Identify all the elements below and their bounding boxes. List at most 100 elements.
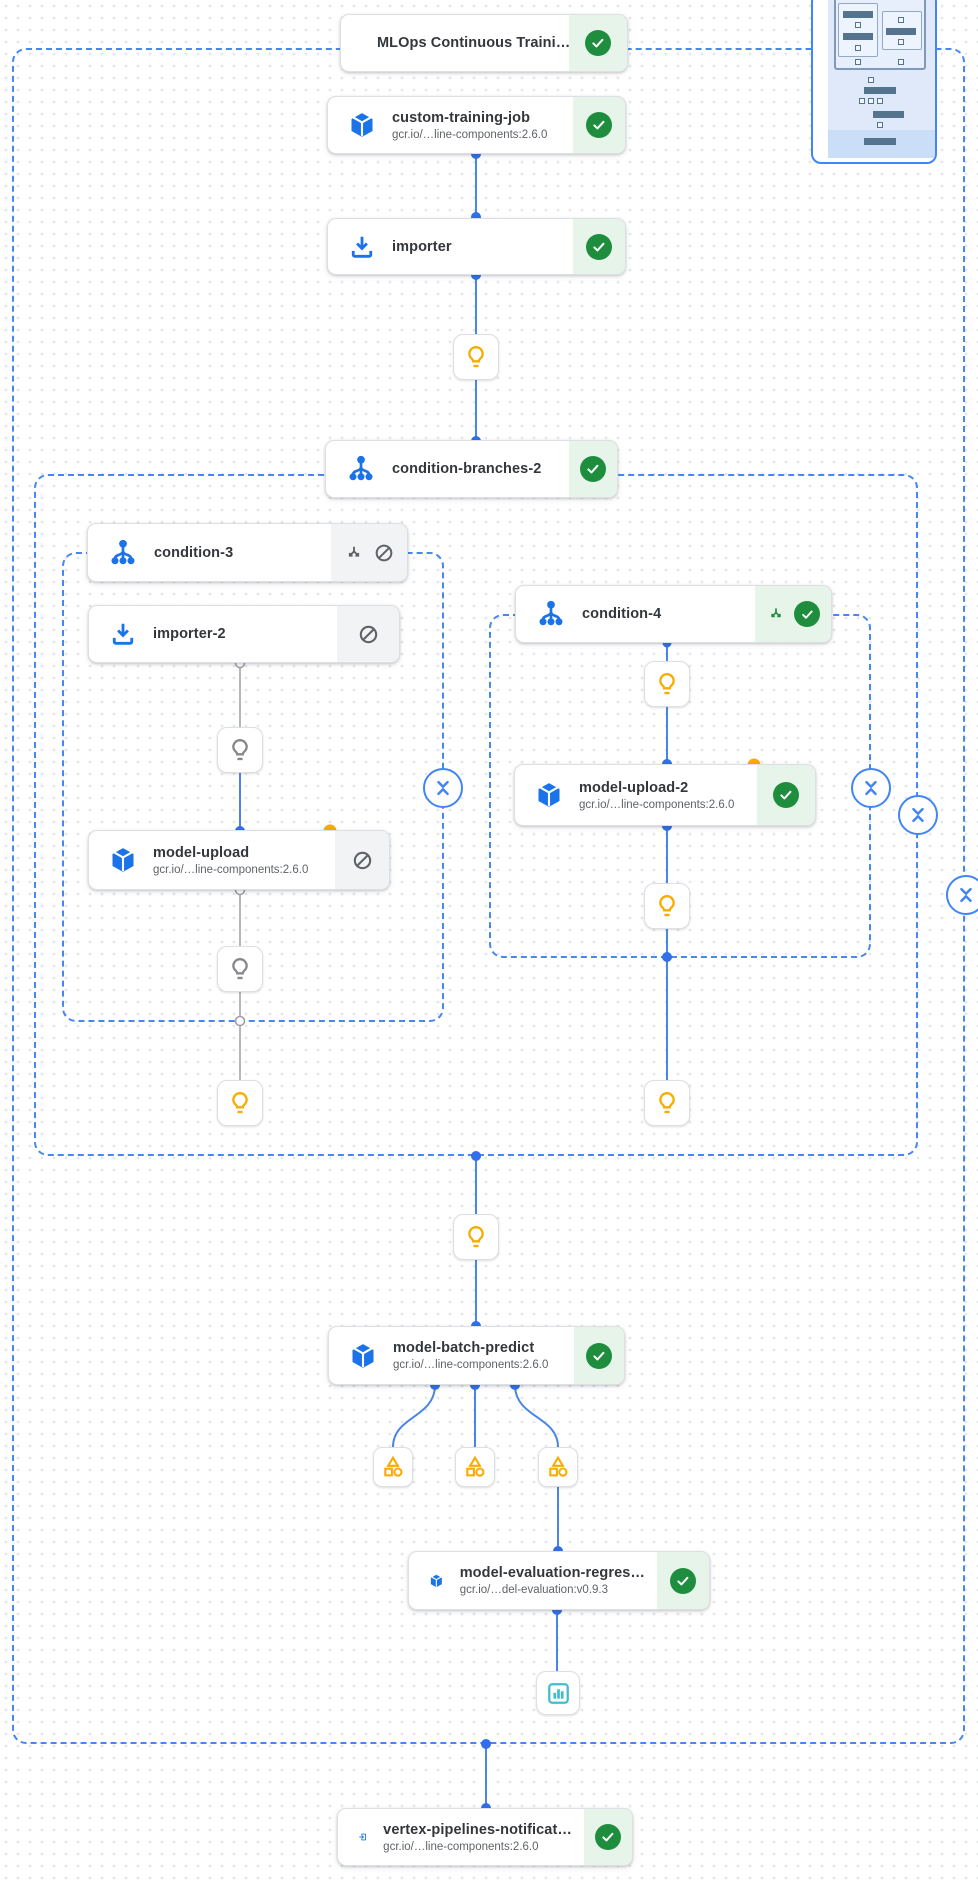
node-title: model-upload	[153, 844, 250, 861]
exit-to-app-icon	[358, 1823, 367, 1851]
lightbulb-icon	[226, 736, 254, 764]
minimap-node	[855, 59, 861, 65]
node-model-evaluation-regression[interactable]: model-evaluation-regres… gcr.io/…del-eva…	[408, 1551, 710, 1610]
status-chip	[657, 1552, 709, 1609]
status-chip	[569, 441, 617, 497]
minimap-node	[855, 22, 861, 28]
collapse-pipeline-group-button[interactable]	[946, 875, 978, 915]
component-cube-icon	[349, 1342, 377, 1370]
minimap[interactable]	[811, 0, 937, 164]
success-check-icon	[794, 601, 820, 627]
artifact-lightbulb-skipped[interactable]	[217, 946, 263, 992]
status-chip	[574, 1327, 624, 1384]
condition-branch-icon	[108, 538, 138, 568]
node-title: condition-branches-2	[392, 461, 542, 477]
blocked-icon	[351, 849, 374, 872]
minimap-node	[898, 39, 904, 45]
blocked-icon	[357, 623, 380, 646]
status-chip	[755, 586, 831, 642]
node-model-upload-2[interactable]: model-upload-2 gcr.io/…line-components:2…	[514, 764, 816, 826]
minimap-node	[873, 111, 904, 118]
importer-download-icon	[348, 233, 376, 261]
artifact-metrics[interactable]	[455, 1447, 495, 1487]
success-check-icon	[595, 1824, 621, 1850]
condition-branch-icon	[346, 454, 376, 484]
minimap-node	[843, 33, 873, 40]
lightbulb-icon	[462, 343, 490, 371]
minimap-node	[868, 77, 874, 83]
lightbulb-icon	[462, 1223, 490, 1251]
collapse-icon	[430, 775, 456, 801]
node-condition-3[interactable]: condition-3	[87, 523, 408, 582]
node-title: model-evaluation-regres…	[459, 1565, 645, 1581]
success-check-icon	[580, 456, 606, 482]
status-chip	[335, 831, 389, 889]
success-check-icon	[586, 233, 612, 260]
component-cube-icon	[348, 111, 376, 139]
artifact-lightbulb[interactable]	[644, 883, 690, 929]
collapse-icon	[858, 775, 884, 801]
component-cube-icon	[429, 1567, 444, 1595]
minimap-node	[877, 98, 883, 104]
metrics-shapes-icon	[462, 1454, 488, 1480]
minimap-node	[898, 17, 904, 23]
success-check-icon	[670, 1567, 696, 1594]
artifact-visualization[interactable]	[536, 1671, 580, 1715]
collapse-condition-3-group-button[interactable]	[423, 768, 463, 808]
collapse-icon	[905, 802, 931, 828]
node-importer[interactable]: importer	[327, 218, 626, 275]
node-title: model-upload-2	[579, 779, 689, 796]
minimap-node	[864, 87, 896, 94]
node-custom-training-job[interactable]: custom-training-job gcr.io/…line-compone…	[327, 96, 626, 154]
node-title: custom-training-job	[392, 109, 531, 126]
node-mlops-continuous-training[interactable]: MLOps Continuous Traini…	[340, 14, 628, 72]
branch-skipped-icon	[343, 542, 365, 564]
artifact-lightbulb[interactable]	[644, 1080, 690, 1126]
node-title: condition-3	[154, 544, 234, 561]
artifact-lightbulb[interactable]	[217, 1080, 263, 1126]
node-model-upload[interactable]: model-upload gcr.io/…line-components:2.6…	[88, 830, 390, 890]
success-check-icon	[586, 112, 612, 138]
status-chip	[337, 606, 399, 662]
success-check-icon	[585, 30, 611, 56]
node-vertex-pipelines-notification[interactable]: vertex-pipelines-notificat… gcr.io/…line…	[337, 1808, 633, 1866]
minimap-node	[859, 98, 865, 104]
metrics-shapes-icon	[380, 1454, 406, 1480]
status-chip	[584, 1809, 632, 1865]
collapse-condition-4-group-button[interactable]	[851, 768, 891, 808]
collapse-condition-branches-2-group-button[interactable]	[898, 795, 938, 835]
node-subtitle: gcr.io/…line-components:2.6.0	[153, 863, 309, 876]
minimap-node	[855, 45, 861, 51]
artifact-metrics[interactable]	[538, 1447, 578, 1487]
minimap-node	[898, 59, 904, 65]
minimap-content	[828, 0, 935, 158]
minimap-node	[877, 122, 883, 128]
lightbulb-icon	[226, 955, 254, 983]
node-subtitle: gcr.io/…del-evaluation:v0.9.3	[459, 1584, 608, 1596]
status-chip	[569, 15, 627, 71]
status-chip	[573, 97, 625, 153]
blocked-icon	[373, 542, 395, 564]
artifact-lightbulb-skipped[interactable]	[217, 727, 263, 773]
node-condition-branches-2[interactable]: condition-branches-2	[325, 440, 618, 498]
artifact-metrics[interactable]	[373, 1447, 413, 1487]
artifact-lightbulb[interactable]	[644, 661, 690, 707]
node-importer-2[interactable]: importer-2	[88, 605, 400, 663]
node-subtitle: gcr.io/…line-components:2.6.0	[579, 798, 735, 811]
artifact-lightbulb[interactable]	[453, 1214, 499, 1260]
node-subtitle: gcr.io/…line-components:2.6.0	[383, 1840, 539, 1853]
metrics-shapes-icon	[545, 1454, 571, 1480]
node-condition-4[interactable]: condition-4	[515, 585, 832, 643]
success-check-icon	[586, 1342, 612, 1369]
minimap-node	[886, 28, 916, 35]
lightbulb-icon	[653, 1089, 681, 1117]
collapse-icon	[953, 882, 978, 908]
node-subtitle: gcr.io/…line-components:2.6.0	[392, 128, 548, 141]
node-subtitle: gcr.io/…line-components:2.6.0	[393, 1359, 549, 1371]
status-chip	[331, 524, 407, 581]
artifact-lightbulb[interactable]	[453, 334, 499, 380]
node-model-batch-predict[interactable]: model-batch-predict gcr.io/…line-compone…	[328, 1326, 625, 1385]
node-title: condition-4	[582, 606, 662, 622]
node-title: importer	[392, 238, 452, 255]
